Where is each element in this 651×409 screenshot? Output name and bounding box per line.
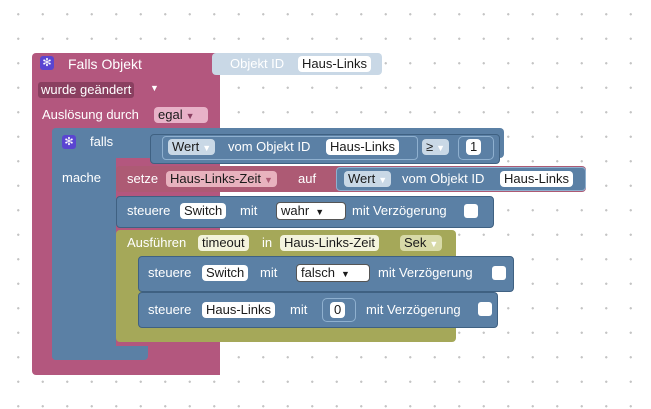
set-of-object-label: vom Objekt ID	[402, 171, 485, 186]
of-object-label: vom Objekt ID	[228, 139, 311, 154]
control3-delay-checkbox[interactable]	[478, 302, 492, 316]
control2-target[interactable]: Switch	[202, 265, 249, 281]
control1-delay-checkbox[interactable]	[464, 204, 478, 218]
set-label: setze	[127, 171, 159, 186]
dropdown-arrow-icon: ▼	[340, 269, 350, 279]
set-value-label: Wert	[348, 171, 376, 186]
timeout-unit: Sek	[404, 235, 427, 250]
trigger-by-dropdown[interactable]: egal▼	[154, 107, 208, 123]
number-field[interactable]: 1	[466, 139, 482, 155]
gear-icon[interactable]: ✻	[62, 135, 76, 149]
control1-label: steuere	[127, 203, 171, 218]
trigger-by-label: Auslösung durch	[42, 107, 139, 122]
value-label: Wert	[172, 139, 200, 154]
timeout-variable[interactable]: Haus-Links-Zeit	[280, 235, 380, 251]
dropdown-arrow-icon: ▼	[185, 111, 195, 121]
control3-target[interactable]: Haus-Links	[202, 302, 276, 318]
set-object-field[interactable]: Haus-Links	[500, 171, 574, 187]
operator-value: ≥	[426, 139, 434, 154]
timeout-in: in	[262, 235, 273, 250]
control2-value-text: falsch	[301, 265, 335, 280]
cond-object-field[interactable]: Haus-Links	[326, 139, 400, 155]
timeout-unit-dropdown[interactable]: Sek▼	[400, 235, 443, 251]
changed-text: wurde geändert	[38, 82, 135, 98]
object-id-field[interactable]: Haus-Links	[298, 56, 372, 72]
dropdown-arrow-icon[interactable]: ▼	[150, 83, 159, 93]
control3-value[interactable]: 0	[330, 302, 346, 318]
control2-delay: mit Verzögerung	[378, 265, 473, 280]
if-block-body	[52, 128, 116, 360]
control3-delay: mit Verzögerung	[366, 302, 461, 317]
object-id-label: Objekt ID	[230, 56, 285, 71]
set-variable-dropdown[interactable]: Haus-Links-Zeit▼	[166, 171, 277, 187]
control3-with: mit	[290, 302, 308, 317]
set-variable: Haus-Links-Zeit	[170, 171, 262, 186]
control1-with: mit	[240, 203, 258, 218]
control2-value[interactable]: falsch ▼	[296, 264, 370, 282]
to-label: auf	[298, 171, 317, 186]
dropdown-arrow-icon: ▼	[429, 239, 439, 249]
if-label: falls	[90, 134, 114, 149]
operator-dropdown[interactable]: ≥▼	[422, 139, 450, 155]
timeout-name[interactable]: timeout	[198, 235, 249, 251]
dropdown-arrow-icon: ▼	[202, 143, 212, 153]
if-block-footer	[52, 346, 148, 360]
dropdown-arrow-icon: ▼	[315, 207, 325, 217]
control1-value[interactable]: wahr ▼	[276, 202, 346, 220]
trigger-title: Falls Objekt	[68, 56, 142, 72]
control2-delay-checkbox[interactable]	[492, 266, 506, 280]
value-dropdown[interactable]: Wert▼	[168, 139, 216, 155]
control1-delay: mit Verzögerung	[352, 203, 447, 218]
dropdown-arrow-icon: ▼	[378, 175, 388, 185]
dropdown-arrow-icon: ▼	[264, 175, 273, 185]
gear-icon[interactable]: ✻	[40, 56, 54, 70]
do-label: mache	[62, 170, 102, 185]
trigger-by-value: egal	[158, 107, 183, 122]
control3-label: steuere	[148, 302, 192, 317]
timeout-label: Ausführen	[127, 235, 187, 250]
control1-value-text: wahr	[281, 203, 310, 218]
control-block-3[interactable]	[138, 292, 498, 328]
control2-label: steuere	[148, 265, 192, 280]
dropdown-arrow-icon: ▼	[436, 143, 446, 153]
control1-target[interactable]: Switch	[180, 203, 227, 219]
control2-with: mit	[260, 265, 278, 280]
set-value-dropdown[interactable]: Wert▼	[344, 171, 392, 187]
